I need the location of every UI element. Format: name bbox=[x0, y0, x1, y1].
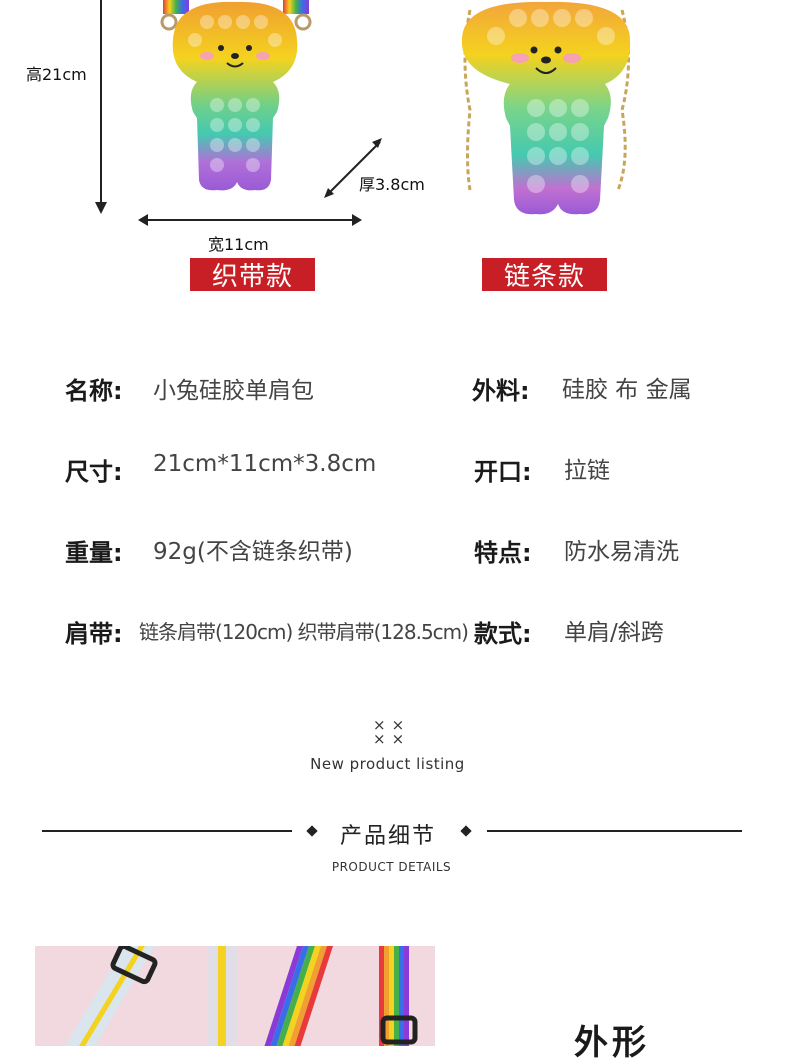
thickness-label: 厚3.8cm bbox=[359, 175, 425, 194]
spec-key-size: 尺寸: bbox=[65, 458, 123, 486]
spec-key-weight: 重量: bbox=[65, 539, 123, 567]
spec-value-opening: 拉链 bbox=[564, 458, 610, 484]
variant-badge-strap: 织带款 bbox=[190, 258, 315, 292]
new-listing-text: New product listing bbox=[310, 755, 465, 773]
spec-value-name: 小兔硅胶单肩包 bbox=[153, 378, 314, 404]
spec-key-opening: 开口: bbox=[474, 458, 532, 486]
width-label: 宽11cm bbox=[208, 235, 269, 254]
section-title: 产品细节 bbox=[340, 824, 437, 849]
spec-value-feature: 防水易清洗 bbox=[564, 539, 679, 565]
spec-key-strap: 肩带: bbox=[65, 620, 123, 648]
strap-detail-photo bbox=[35, 946, 435, 1046]
new-listing-mark: ×××× bbox=[373, 716, 411, 748]
spec-key-style: 款式: bbox=[474, 620, 532, 648]
spec-key-name: 名称: bbox=[65, 377, 123, 405]
height-arrow bbox=[95, 0, 107, 214]
bear-bag-strap-image bbox=[160, 0, 312, 191]
spec-value-style: 单肩/斜跨 bbox=[564, 620, 664, 646]
thickness-arrow bbox=[324, 138, 382, 198]
spec-value-size: 21cm*11cm*3.8cm bbox=[153, 451, 377, 477]
width-arrow bbox=[138, 214, 362, 226]
section-divider-left bbox=[42, 830, 292, 832]
spec-key-material: 外料: bbox=[472, 377, 530, 405]
section-subtitle: PRODUCT DETAILS bbox=[331, 860, 452, 874]
spec-value-material: 硅胶 布 金属 bbox=[562, 377, 692, 403]
detail-heading: 外形 bbox=[574, 1023, 650, 1063]
strap-illustration bbox=[65, 946, 418, 1046]
height-label: 高21cm bbox=[26, 65, 87, 84]
spec-value-strap: 链条肩带(120cm) 织带肩带(128.5cm) bbox=[139, 620, 469, 644]
section-divider-right bbox=[487, 830, 742, 832]
diamond-icon bbox=[460, 825, 472, 837]
bear-bag-chain-image bbox=[461, 1, 631, 215]
variant-badge-chain: 链条款 bbox=[482, 258, 607, 292]
spec-key-feature: 特点: bbox=[474, 539, 532, 567]
diamond-icon bbox=[306, 825, 318, 837]
spec-value-weight: 92g(不含链条织带) bbox=[153, 539, 353, 565]
